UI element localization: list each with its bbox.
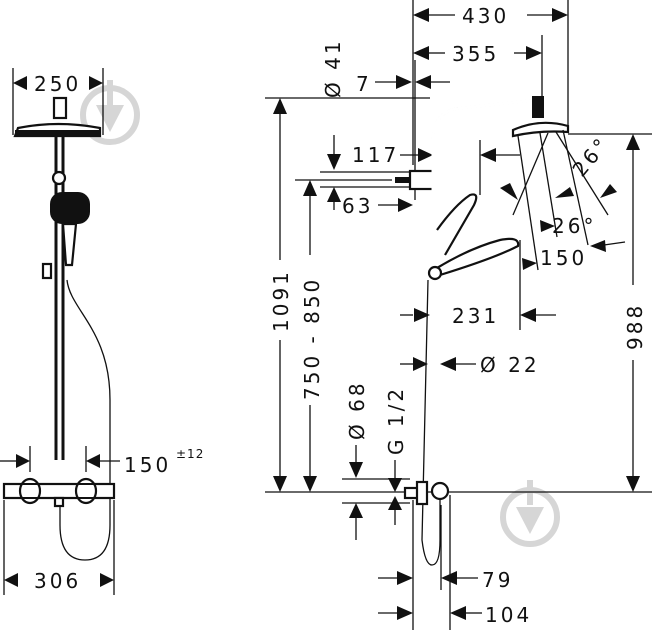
dim-overall-width: 306: [34, 569, 81, 593]
dim-bracket-offset: 117: [352, 143, 399, 167]
hand-shower-icon: [41, 192, 90, 280]
dim-arm-reach-head: 355: [452, 42, 499, 66]
dim-spray-angle-mid: 26°: [552, 214, 596, 238]
dim-bottom-offset-2: 104: [485, 603, 532, 627]
dim-adjustable-height: 750 - 850: [300, 277, 324, 400]
rain-shower-head-icon: [511, 96, 570, 138]
dim-pipe-diameter: Ø 22: [480, 353, 540, 377]
dim-head-width: 250: [34, 72, 81, 96]
dim-connection-thread: G 1/2: [384, 386, 408, 455]
dim-bottom-offset-1: 79: [482, 568, 513, 592]
dim-head-height: 988: [623, 303, 647, 350]
dim-valve-tolerance: ±12: [176, 447, 204, 461]
thermostat-mixer-icon: [2, 477, 116, 508]
thermostat-mixer-icon: [403, 480, 450, 506]
dim-arm-reach-total: 430: [462, 4, 509, 28]
front-view: 250 150 ±12: [0, 68, 204, 595]
dim-valve-centers: 150: [124, 453, 171, 477]
dim-spray-angle-top: 26°: [567, 132, 614, 181]
watermark-icon: [500, 480, 560, 547]
side-view: 430 355 7 Ø 41 1091 117: [265, 0, 652, 630]
dim-spray-width: 150: [540, 246, 587, 270]
dim-bracket-depth: 63: [342, 194, 373, 218]
dim-overall-height: 1091: [269, 269, 293, 332]
hand-shower-icon: [436, 193, 520, 277]
dim-hand-shower-reach: 231: [452, 304, 499, 328]
dim-outlet-diameter: Ø 68: [345, 380, 369, 440]
dim-head-diameter: Ø 41: [321, 38, 345, 98]
rain-shower-head-icon: [13, 96, 102, 138]
dim-wall-offset: 7: [356, 72, 372, 96]
